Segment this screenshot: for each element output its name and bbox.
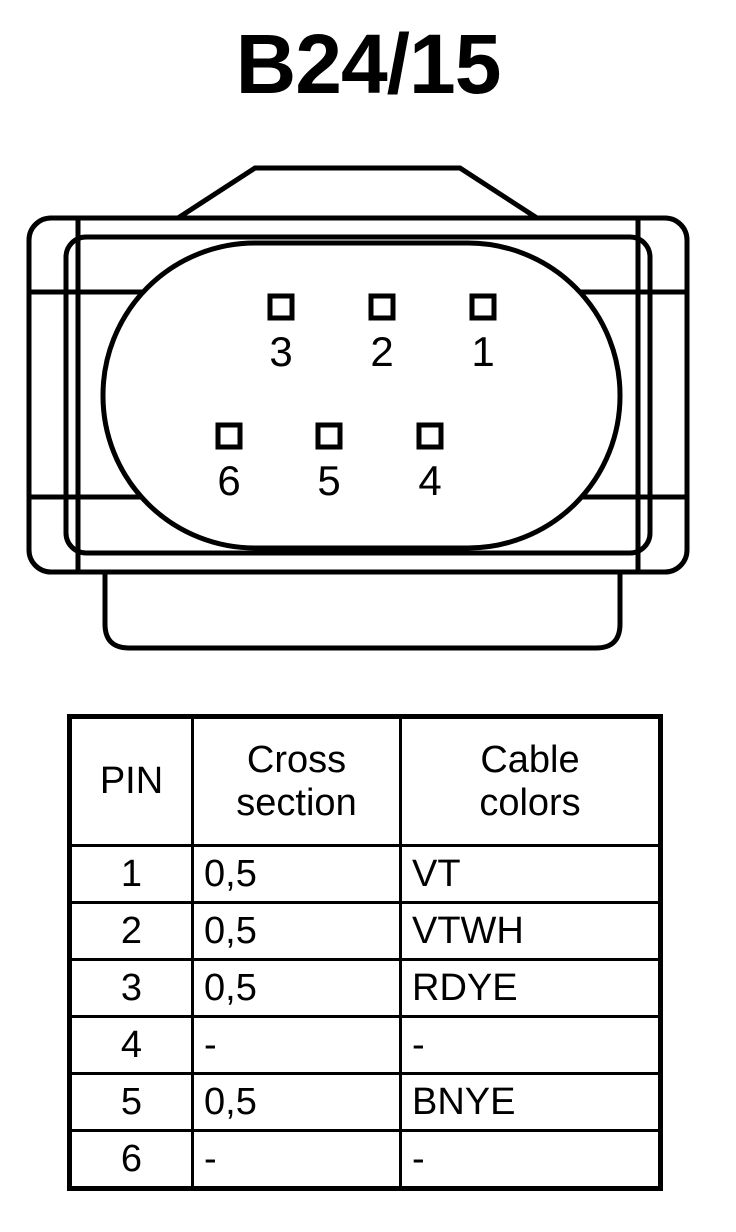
cell-pin: 4: [68, 1015, 194, 1075]
column-header-cable-colors-line-1: Cable: [480, 738, 580, 781]
bottom-skirt: [102, 569, 623, 651]
cell-cross-section: 0,5: [191, 1072, 402, 1132]
cell-cross-section: 0,5: [191, 958, 402, 1018]
pin-cavity-6[interactable]: [215, 422, 243, 450]
pin-number-6: 6: [217, 457, 240, 504]
housing-inner-frame: [63, 234, 653, 556]
pin-cavity-3[interactable]: [267, 293, 295, 321]
cell-cross-section: -: [191, 1015, 402, 1075]
column-header-cable-colors-line-2: colors: [479, 781, 581, 824]
table-header: PIN Cross section Cable colors: [68, 715, 662, 847]
cell-cable-colors: -: [399, 1015, 662, 1075]
cell-cable-colors: -: [399, 1129, 662, 1190]
pin-number-4: 4: [418, 457, 441, 504]
table-row: 6 - -: [68, 1129, 662, 1190]
connector-drawing: 3 2 1 6 5 4: [26, 165, 690, 651]
cell-pin: 3: [68, 958, 194, 1018]
column-header-cable-colors: Cable colors: [399, 715, 662, 847]
table-body: 1 0,5 VT 2 0,5 VTWH 3 0,5 RDYE 4 - - 5 0…: [68, 844, 662, 1190]
pin-number-1: 1: [471, 328, 494, 375]
cell-cross-section: 0,5: [191, 901, 402, 961]
pin-cavity-2[interactable]: [368, 293, 396, 321]
pin-number-5: 5: [317, 457, 340, 504]
pin-cavity-5[interactable]: [315, 422, 343, 450]
table-row: 5 0,5 BNYE: [68, 1072, 662, 1132]
table-row: 1 0,5 VT: [68, 844, 662, 904]
column-header-cross-section: Cross section: [191, 715, 402, 847]
column-header-pin-line-1: PIN: [99, 760, 164, 803]
table-row: 2 0,5 VTWH: [68, 901, 662, 961]
pin-assignment-table: PIN Cross section Cable colors 1 0,5 VT …: [67, 714, 663, 1191]
table-row: 3 0,5 RDYE: [68, 958, 662, 1018]
cavity-oval-opening: [100, 240, 623, 551]
pin-cavity-4[interactable]: [416, 422, 444, 450]
cell-cable-colors: VT: [399, 844, 662, 904]
table-row: 4 - -: [68, 1015, 662, 1075]
column-header-cross-section-line-1: Cross: [246, 738, 347, 781]
cell-pin: 6: [68, 1129, 194, 1190]
connector-diagram: 3 2 1 6 5 4: [0, 150, 736, 670]
cell-pin: 5: [68, 1072, 194, 1132]
page-title: B24/15: [235, 17, 502, 111]
table-header-row: PIN Cross section Cable colors: [68, 715, 662, 847]
cell-pin: 1: [68, 844, 194, 904]
cell-cable-colors: BNYE: [399, 1072, 662, 1132]
pin-number-2: 2: [370, 328, 393, 375]
cell-pin: 2: [68, 901, 194, 961]
cell-cable-colors: RDYE: [399, 958, 662, 1018]
cell-cable-colors: VTWH: [399, 901, 662, 961]
pin-cavity-1[interactable]: [469, 293, 497, 321]
cell-cross-section: -: [191, 1129, 402, 1190]
column-header-cross-section-line-2: section: [236, 781, 357, 824]
latch-tab: [169, 165, 546, 221]
cell-cross-section: 0,5: [191, 844, 402, 904]
column-header-pin: PIN: [68, 715, 194, 847]
pin-number-3: 3: [269, 328, 292, 375]
